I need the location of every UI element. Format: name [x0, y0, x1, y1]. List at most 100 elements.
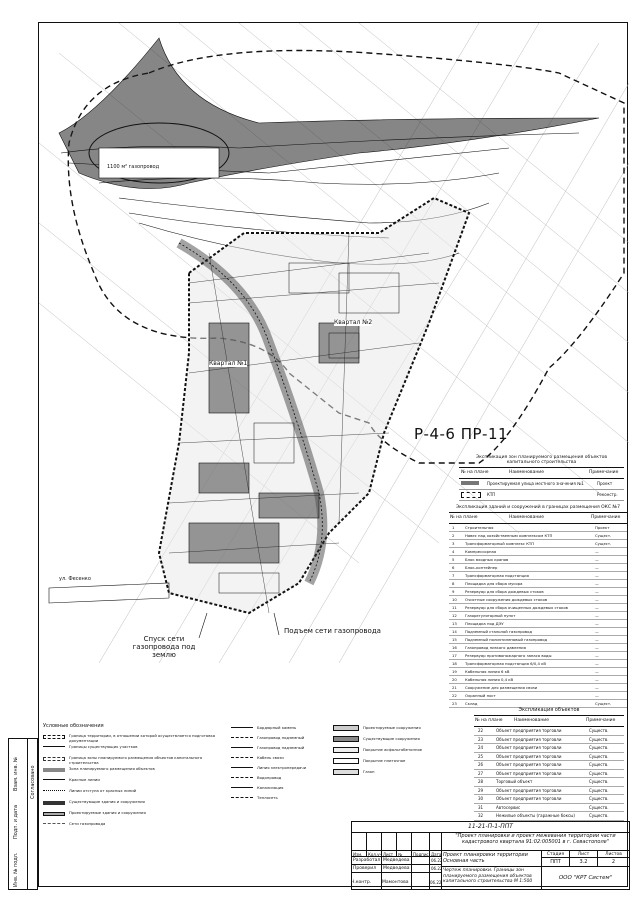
object-no: 24 — [478, 745, 484, 750]
legend-swatch — [43, 779, 65, 783]
object-note: Существ. — [589, 736, 609, 742]
building-no: 21 — [452, 685, 457, 690]
building-no: 8 — [452, 581, 455, 586]
legend-label: Граница территории, в отношении которой … — [69, 733, 216, 743]
role-prov: Проверил — [352, 865, 382, 873]
legend-swatch — [231, 737, 253, 738]
legend-label: Покрытие плиточное — [363, 758, 406, 763]
zone-swatch-2 — [461, 492, 481, 498]
building-no: 2 — [452, 533, 455, 538]
map-label-gas-down: Спуск сети газопровода под землю — [132, 635, 196, 659]
legend-label: Зона планируемого размещения объектов — [69, 766, 155, 771]
legend-item: Границы существующих участков — [39, 743, 229, 754]
building-note: — — [595, 653, 599, 658]
building-note: — — [595, 637, 599, 642]
building-note: — — [595, 693, 599, 698]
building-no: 22 — [452, 693, 457, 698]
legend-label: Проектируемые сооружения — [363, 725, 421, 730]
legend-label: Красные линии — [69, 777, 100, 782]
object-name: Объект предприятия торговли — [496, 787, 562, 793]
building-name: Блок входных кранов — [465, 557, 509, 562]
object-note: Существ. — [589, 804, 609, 810]
object-name: Автосервис — [496, 804, 521, 810]
company-name: ООО "КРТ Систем" — [542, 867, 630, 890]
legend-item: Газон — [331, 767, 451, 778]
object-name: Торговый объект — [496, 779, 533, 784]
zones-table-title: Экспликация зон планируемого размещения … — [475, 455, 608, 465]
building-no: 19 — [452, 669, 457, 674]
zone-row-note: Проект — [597, 481, 613, 486]
date-nkontr: 06.22 — [430, 880, 442, 885]
col-list: Лист — [382, 851, 397, 857]
svg-text:1100 м² газопровод: 1100 м² газопровод — [107, 164, 160, 170]
building-name: Газорегуляторный пункт — [465, 613, 516, 618]
legend-label: Линии отступа от красных линий — [69, 788, 137, 793]
object-name: Нежилые объекты (гаражные боксы) — [496, 813, 575, 818]
legend-title: Условные обозначения — [43, 723, 104, 729]
buildings-col-name: Наименование — [509, 515, 544, 520]
building-note: — — [595, 669, 599, 674]
zone-swatch-1 — [461, 481, 479, 485]
building-name: Склад — [465, 701, 478, 706]
building-name: Навес над хозяйственным комплексом КТП — [465, 533, 553, 538]
legend-item: Проектируемые здания и сооружения — [39, 809, 229, 820]
drawing-sheet: 1100 м² газопровод — [38, 22, 630, 890]
legend-swatch — [231, 777, 253, 778]
building-no: 14 — [452, 629, 457, 634]
building-name: Резервуар для сбора дождевых стоков — [465, 589, 544, 594]
objects-table-title: Экспликация объектов — [518, 707, 580, 713]
legend-label: Водопровод — [257, 775, 282, 780]
legend-label: Линия электропередачи — [257, 765, 307, 770]
legend-swatch — [333, 769, 359, 775]
legend-item: Бордюрный камень — [229, 723, 329, 733]
building-name: Блок-контейнер — [465, 565, 498, 570]
legend-swatch — [43, 735, 65, 739]
legend-label: Теплосеть — [257, 795, 278, 800]
legend-label: Кабель связи — [257, 755, 284, 760]
legend-item: Граница зоны планируемого размещения объ… — [39, 754, 229, 765]
building-note: Проект — [595, 525, 610, 530]
legend-item: Сети газопровода — [39, 820, 229, 831]
building-name: Очистные сооружения дождевых стоков — [465, 597, 548, 602]
legend-item: Красные линии — [39, 776, 229, 787]
col-izm: Изм. — [352, 851, 367, 857]
legend-label: Канализация — [257, 785, 284, 790]
building-note: — — [595, 581, 599, 586]
building-name: Резервуар для сбора очищенных дождевых с… — [465, 605, 568, 610]
legend-item: Проектируемые сооружения — [331, 723, 451, 734]
section-name: Проект планировки территории — [443, 852, 528, 858]
legend-swatch — [43, 801, 65, 805]
legend-label: Газопровод подземный — [257, 735, 305, 740]
zones-table: Экспликация зон планируемого размещения … — [459, 455, 624, 501]
legend-swatch — [333, 736, 359, 742]
legend-item: Существующие здания и сооружения — [39, 798, 229, 809]
building-name: Площадка для сбора мусора — [465, 581, 523, 586]
legend-swatch — [333, 747, 359, 753]
legend-swatch — [231, 727, 253, 728]
object-note: Существ. — [589, 787, 609, 793]
building-name: Компрессорная — [465, 549, 497, 554]
legend-swatch — [231, 787, 253, 788]
legend-swatch — [43, 768, 65, 772]
building-name: Трансформаторная подстанция 6/0,4 кВ — [465, 661, 546, 666]
name-razrab: Медведева — [382, 857, 412, 865]
legend-label: Граница зоны планируемого размещения объ… — [69, 755, 203, 765]
legend-item: Теплосеть — [229, 793, 329, 803]
buildings-table-title: Экспликация зданий и сооружений в границ… — [456, 505, 620, 510]
title-block: 11-21-П-1-ППТ "Проект планировки и проек… — [351, 821, 630, 890]
building-note: — — [595, 677, 599, 682]
legend-item: Линии отступа от красных линий — [39, 787, 229, 798]
building-no: 11 — [452, 605, 457, 610]
building-name: Подземный полиэтиленовый газопровод — [465, 637, 548, 642]
object-note: Существ. — [589, 745, 609, 750]
date-prov: 06.22 — [430, 865, 442, 873]
